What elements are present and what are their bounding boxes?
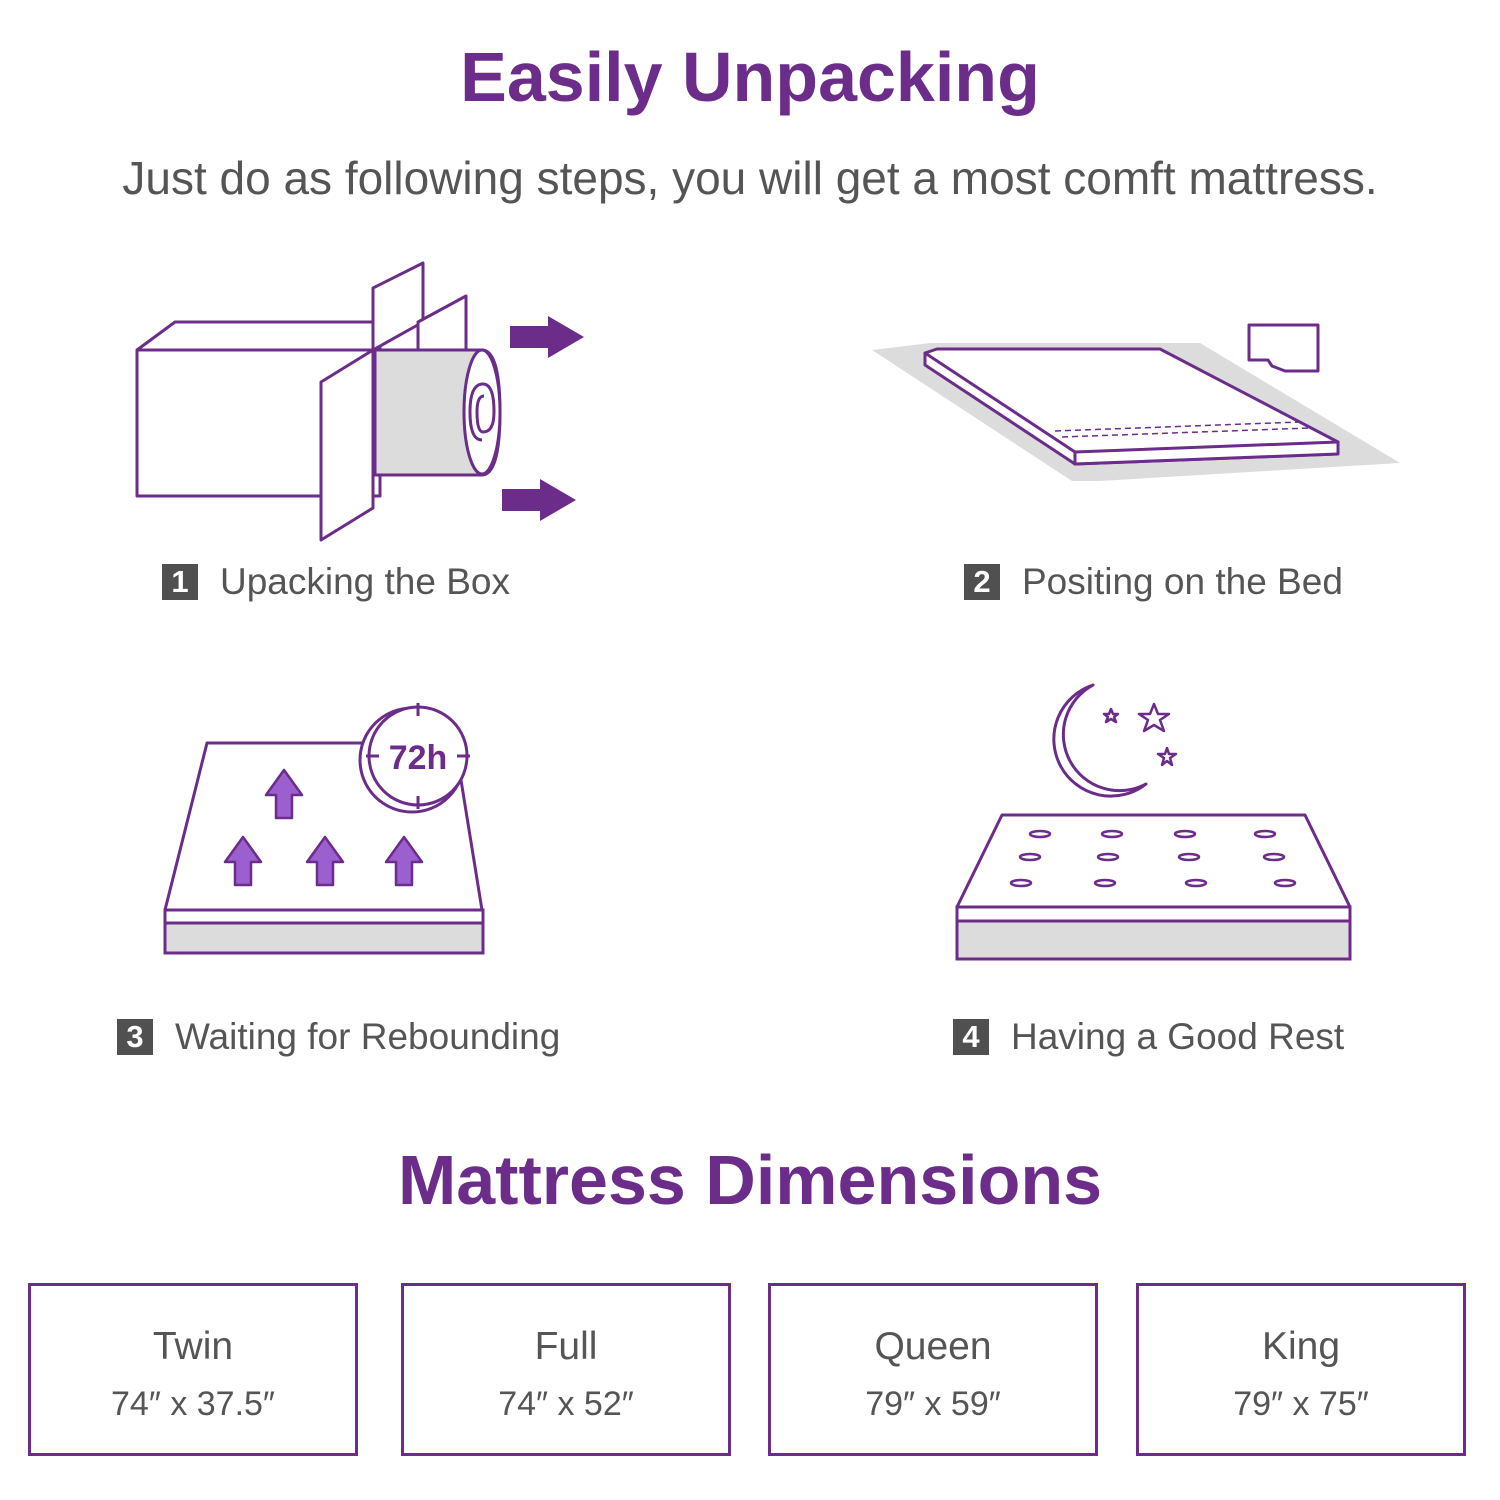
rebounding-mattress-icon: 72h [163,703,485,955]
step-text: Having a Good Rest [1011,1016,1345,1057]
arrow-up-icon [223,768,424,887]
size-value: 74″ x 52″ [498,1385,634,1423]
step-4-label: 4 Having a Good Rest [953,1016,1345,1057]
size-value: 79″ x 75″ [1233,1385,1369,1423]
size-card-full: Full 74″ x 52″ [401,1283,731,1456]
size-name: Full [534,1325,598,1368]
size-name: King [1261,1325,1341,1368]
arrow-right-icon [502,316,584,521]
moon-icon [1052,683,1148,798]
step-text: Upacking the Box [220,561,511,602]
moon-stars-mattress-icon [955,683,1352,961]
page-title: Easily Unpacking [460,38,1040,116]
timer-label: 72h [389,739,448,777]
step-number-badge: 2 [964,564,1000,600]
step-text: Waiting for Rebounding [175,1016,561,1057]
size-card-queen: Queen 79″ x 59″ [768,1283,1098,1456]
step-3-label: 3 Waiting for Rebounding [117,1016,561,1057]
star-icon [1102,702,1178,767]
tuft-button-icon [1009,829,1297,888]
size-name: Queen [874,1325,992,1368]
step-number-badge: 3 [117,1019,153,1055]
size-value: 74″ x 37.5″ [111,1385,275,1423]
step-number-badge: 1 [162,564,198,600]
timer-icon: 72h [358,703,470,814]
pillow-icon [1247,323,1320,373]
step-1-label: 1 Upacking the Box [162,561,511,602]
step-2-label: 2 Positing on the Bed [964,561,1343,602]
page-subtitle: Just do as following steps, you will get… [122,152,1378,204]
size-value: 79″ x 59″ [865,1385,1001,1423]
step-text: Positing on the Bed [1022,561,1343,602]
size-name: Twin [152,1325,234,1368]
unboxing-icon [135,261,584,542]
mattress-on-bed-icon [872,323,1400,481]
dimensions-title: Mattress Dimensions [397,1141,1103,1219]
size-card-twin: Twin 74″ x 37.5″ [28,1283,358,1456]
size-card-king: King 79″ x 75″ [1136,1283,1466,1456]
step-number-badge: 4 [953,1019,989,1055]
